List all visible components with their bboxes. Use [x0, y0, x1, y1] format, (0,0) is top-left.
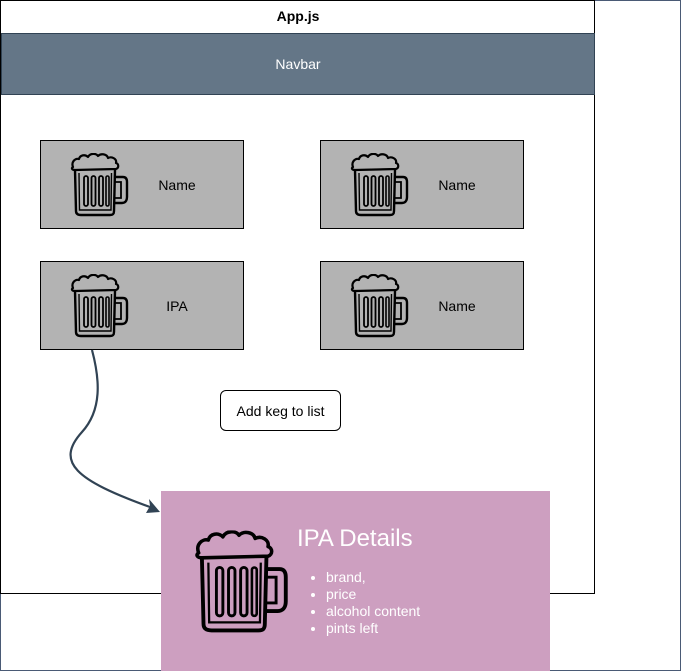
details-title: IPA Details	[297, 525, 413, 552]
navbar-label: Navbar	[275, 56, 321, 72]
details-list: brand, price alcohol content pints left	[304, 569, 420, 637]
keg-card-label: IPA	[166, 297, 188, 314]
beer-mug-icon	[347, 153, 409, 217]
keg-card[interactable]: Name	[320, 261, 524, 350]
keg-card-label: Name	[438, 176, 476, 193]
navbar: Navbar	[1, 33, 595, 95]
keg-card-label: Name	[158, 176, 196, 193]
details-item-pints-left: pints left	[326, 620, 420, 637]
details-item-brand: brand,	[326, 569, 420, 586]
add-keg-button[interactable]: Add keg to list	[220, 390, 341, 431]
beer-mug-icon	[347, 274, 409, 338]
details-item-price: price	[326, 586, 420, 603]
add-keg-button-label: Add keg to list	[236, 402, 325, 419]
beer-mug-icon	[67, 274, 129, 338]
beer-mug-icon	[67, 153, 129, 217]
app-title: App.js	[276, 8, 320, 24]
keg-card-ipa[interactable]: IPA	[40, 261, 244, 350]
keg-card[interactable]: Name	[320, 140, 524, 229]
keg-card-label: Name	[438, 297, 476, 314]
ipa-details-panel: IPA Details brand, price alcohol content…	[161, 491, 550, 671]
details-item-alcohol-content: alcohol content	[326, 603, 420, 620]
beer-mug-icon	[189, 529, 289, 635]
keg-card[interactable]: Name	[40, 140, 244, 229]
